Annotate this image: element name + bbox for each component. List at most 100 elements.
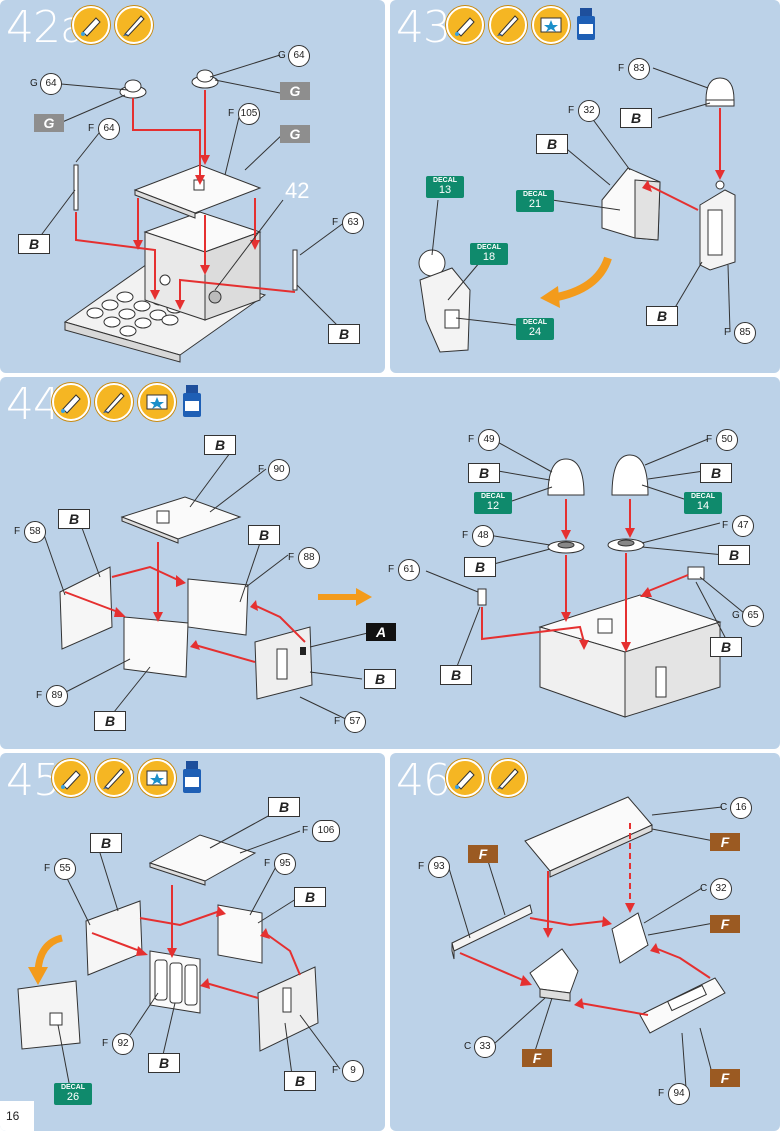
part-prefix: F [468, 434, 475, 445]
color-tag-b: B [328, 324, 360, 344]
part-prefix: F [706, 434, 713, 445]
step-44-drawing [41, 438, 745, 723]
part-number-circle: 55 [54, 858, 76, 880]
part-number-circle: 50 [716, 429, 738, 451]
part-number-circle: 90 [268, 459, 290, 481]
part-prefix: F [332, 1065, 339, 1076]
part-prefix: F [388, 564, 395, 575]
part-number-circle: 47 [732, 515, 754, 537]
step-icons [446, 759, 527, 797]
part-prefix: F [228, 108, 235, 119]
step-46-drawing [447, 796, 726, 1089]
decal-icon [138, 759, 176, 797]
color-tag-b: B [204, 435, 236, 455]
part-number-circle: 49 [478, 429, 500, 451]
paint-brush-icon [489, 759, 527, 797]
step-number: 43 [396, 2, 451, 53]
part-prefix: C [464, 1041, 472, 1052]
part-number-circle: 88 [298, 547, 320, 569]
color-tag-b: B [94, 711, 126, 731]
reference-step-label: 42 [285, 178, 310, 203]
color-tag-b: B [148, 1053, 180, 1073]
color-tag-f: F [710, 833, 740, 851]
part-prefix: G [732, 610, 740, 621]
paint-brush-icon [95, 383, 133, 421]
part-prefix: F [418, 861, 425, 872]
part-prefix: F [334, 716, 341, 727]
part-number-circle: 32 [710, 878, 732, 900]
color-tag-b: B [58, 509, 90, 529]
color-tag-f: F [522, 1049, 552, 1067]
color-tag-b: B [440, 665, 472, 685]
part-number-circle: 94 [668, 1083, 690, 1105]
decal-icon [532, 6, 570, 44]
part-prefix: F [658, 1088, 665, 1099]
decal-icon [138, 383, 176, 421]
part-prefix: F [332, 217, 339, 228]
decal-solution-icon [181, 759, 203, 795]
part-prefix: F [722, 520, 729, 531]
part-number-circle: 63 [342, 212, 364, 234]
part-prefix: F [462, 530, 469, 541]
step-icons [52, 759, 203, 797]
part-number-circle: 93 [428, 856, 450, 878]
color-tag-b: B [364, 669, 396, 689]
color-tag-b: B [700, 463, 732, 483]
color-tag-b: B [620, 108, 652, 128]
part-number-circle: 61 [398, 559, 420, 581]
part-number-circle: 105 [238, 103, 260, 125]
step-43-drawing [418, 67, 736, 353]
part-number-circle: 92 [112, 1033, 134, 1055]
part-number-circle: 64 [40, 73, 62, 95]
step-icons [446, 6, 597, 44]
color-tag-b: B [268, 797, 300, 817]
step-number: 45 [6, 755, 61, 806]
part-number-circle: 95 [274, 853, 296, 875]
color-tag-b: B [284, 1071, 316, 1091]
paint-brush-icon [489, 6, 527, 44]
part-prefix: F [36, 690, 43, 701]
part-prefix: F [618, 63, 625, 74]
part-number-circle: 89 [46, 685, 68, 707]
step-45-drawing [17, 814, 341, 1089]
part-number-circle: 32 [578, 100, 600, 122]
glue-icon [446, 6, 484, 44]
step-44-panel: 44 [0, 377, 780, 749]
color-tag-b: B [718, 545, 750, 565]
step-42a-panel: 42a [0, 0, 385, 373]
color-tag-f: F [710, 1069, 740, 1087]
color-tag-b: B [710, 637, 742, 657]
part-number-circle: 33 [474, 1036, 496, 1058]
step-number: 44 [6, 379, 61, 430]
part-prefix: F [264, 858, 271, 869]
step-46-panel: 46 [390, 753, 780, 1131]
step-number: 46 [396, 755, 451, 806]
part-number-circle: 58 [24, 521, 46, 543]
step-icons [52, 383, 203, 421]
part-prefix: F [302, 825, 309, 836]
part-prefix: F [568, 105, 575, 116]
color-tag-g: G [280, 125, 310, 143]
part-number-circle: 85 [734, 322, 756, 344]
part-number-circle: 16 [730, 797, 752, 819]
color-tag-b: B [468, 463, 500, 483]
glue-icon [72, 6, 110, 44]
part-prefix: F [44, 863, 51, 874]
part-number-circle: 9 [342, 1060, 364, 1082]
part-prefix: G [278, 50, 286, 61]
part-number-circle: 64 [288, 45, 310, 67]
color-tag-g: G [280, 82, 310, 100]
step-43-panel: 43 [390, 0, 780, 373]
paint-brush-icon [115, 6, 153, 44]
color-tag-b: B [294, 887, 326, 907]
color-tag-b: B [464, 557, 496, 577]
step-icons [72, 6, 153, 44]
paint-brush-icon [95, 759, 133, 797]
part-prefix: F [88, 123, 95, 134]
step-45-panel: 45 [0, 753, 385, 1131]
